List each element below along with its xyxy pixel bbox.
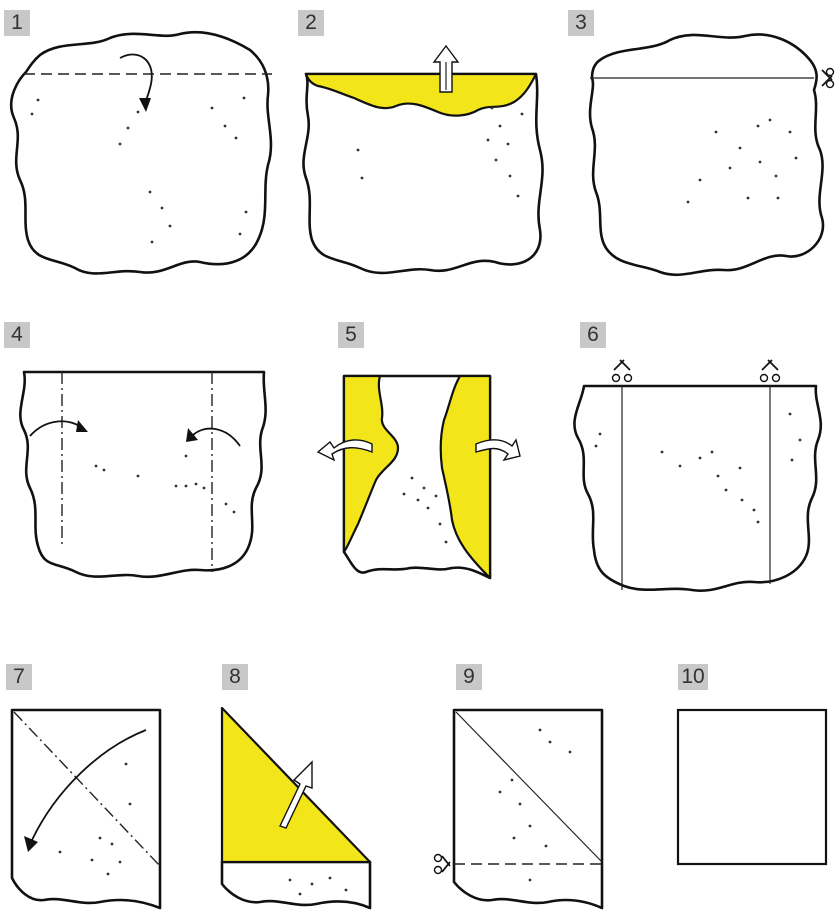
paper-finished-square bbox=[0, 0, 839, 917]
